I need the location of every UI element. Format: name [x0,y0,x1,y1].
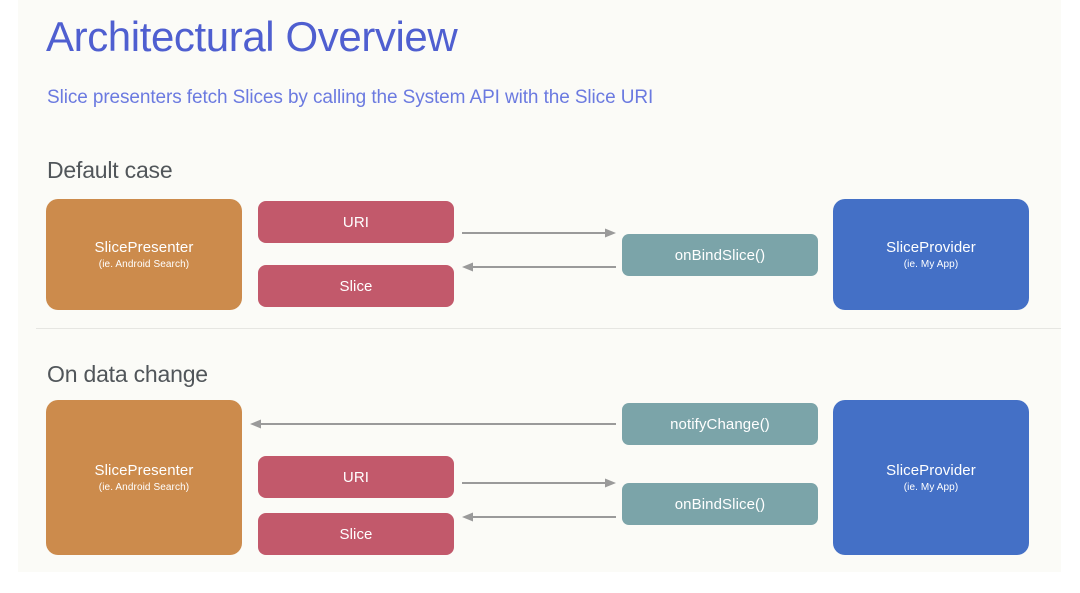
slice-pill-label: Slice [339,277,373,295]
slice-presenter-subtitle: (ie. Android Search) [98,258,190,270]
slice-presenter-title: SlicePresenter [94,461,194,479]
arrow-uri-to-onbindslice-change [462,477,616,489]
slice-pill-change: Slice [258,513,454,555]
slice-presenter-subtitle: (ie. Android Search) [98,481,190,493]
slice-provider-title: SliceProvider [886,238,976,256]
section-heading-default-case: Default case [47,157,173,183]
onbindslice-method-box-change: onBindSlice() [622,483,818,525]
page-title: Architectural Overview [46,13,458,60]
arrow-onbindslice-to-slice-default [462,261,616,273]
slice-pill-default: Slice [258,265,454,307]
section-heading-on-data-change: On data change [47,361,208,387]
slice-presenter-box-default: SlicePresenter (ie. Android Search) [46,199,242,310]
slice-provider-box-default: SliceProvider (ie. My App) [833,199,1029,310]
onbindslice-method-box-default: onBindSlice() [622,234,818,276]
slice-presenter-box-change: SlicePresenter (ie. Android Search) [46,400,242,555]
arrow-notifychange-to-presenter [250,418,616,430]
arrow-onbindslice-to-slice-change [462,511,616,523]
uri-pill-label: URI [342,213,370,231]
notifychange-method-box: notifyChange() [622,403,818,445]
slice-pill-label: Slice [339,525,373,543]
slide-canvas: Architectural Overview Slice presenters … [18,0,1061,572]
slice-provider-title: SliceProvider [886,461,976,479]
slice-provider-subtitle: (ie. My App) [903,258,959,270]
arrow-uri-to-onbindslice-default [462,227,616,239]
onbindslice-method-label: onBindSlice() [674,495,766,513]
page-subtitle: Slice presenters fetch Slices by calling… [47,87,654,108]
uri-pill-change: URI [258,456,454,498]
uri-pill-label: URI [342,468,370,486]
notifychange-method-label: notifyChange() [670,415,770,433]
slice-provider-box-change: SliceProvider (ie. My App) [833,400,1029,555]
slice-presenter-title: SlicePresenter [94,238,194,256]
section-divider [36,328,1061,329]
uri-pill-default: URI [258,201,454,243]
slice-provider-subtitle: (ie. My App) [903,481,959,493]
onbindslice-method-label: onBindSlice() [674,246,766,264]
